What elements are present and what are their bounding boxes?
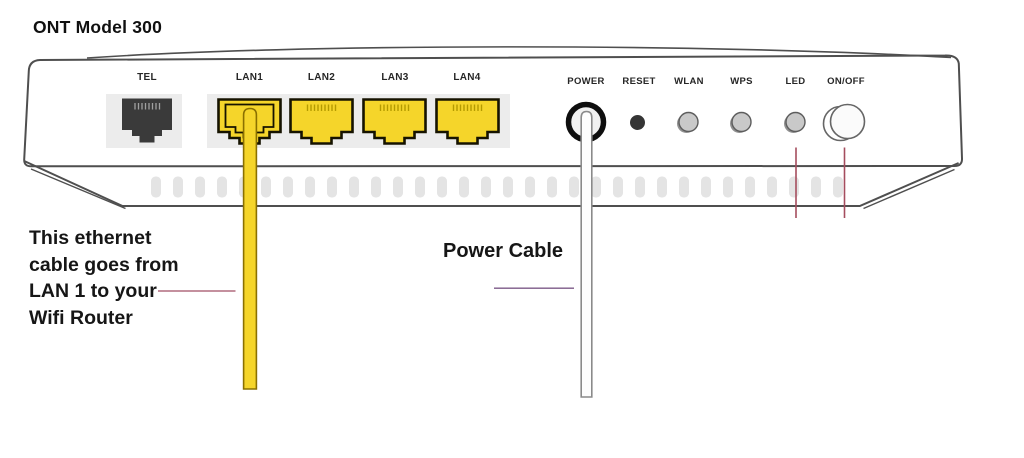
lan3-port (362, 98, 427, 145)
vent-slot (525, 176, 535, 198)
vent-slot (459, 176, 469, 198)
power-cable (580, 110, 593, 398)
lan3-port-pins (379, 104, 410, 111)
vent-slot (349, 176, 359, 198)
vent-slot (415, 176, 425, 198)
vent-slot (503, 176, 513, 198)
vent-slot (195, 176, 205, 198)
vent-slot (371, 176, 381, 198)
lan4-port (435, 98, 500, 145)
vent-slot (481, 176, 491, 198)
vent-grill (151, 176, 843, 198)
vent-slot (635, 176, 645, 198)
vent-slot (261, 176, 271, 198)
lan4-port-label: LAN4 (453, 72, 481, 83)
vent-slot (569, 176, 579, 198)
vent-slot (613, 176, 623, 198)
lan1-port-label: LAN1 (235, 72, 264, 83)
vent-slot (701, 176, 711, 198)
vent-slot (173, 176, 183, 198)
wps-button (730, 111, 752, 133)
vent-slot (283, 176, 293, 198)
vent-slot (305, 176, 315, 198)
vent-slot (437, 176, 447, 198)
page-title: ONT Model 300 (33, 17, 163, 37)
power-cable-annotation: Power Cable (443, 240, 564, 262)
onoff-button-label: ON/OFF (827, 76, 865, 87)
ethernet-cable-annotation: This ethernet cable goes from LAN 1 to y… (29, 227, 179, 329)
device-bottom-right-sketch-line (863, 168, 955, 210)
vent-slot (789, 176, 799, 198)
reset-button (630, 115, 645, 130)
ethernet-cable (242, 107, 258, 390)
led-button (784, 111, 806, 133)
device-bottom-face (23, 160, 959, 207)
lan4-port-pins (452, 104, 483, 111)
tel-port (122, 98, 172, 143)
vent-slot (151, 176, 161, 198)
onoff-button (822, 103, 866, 142)
vent-slot (679, 176, 689, 198)
led-button-label: LED (785, 76, 806, 87)
device-top-sketch-line (86, 46, 952, 59)
vent-slot (833, 176, 843, 198)
lan2-port-pins (306, 104, 337, 111)
tel-port-pins (134, 103, 161, 110)
wlan-button (677, 111, 699, 133)
vent-slot (393, 176, 403, 198)
reset-button-label: RESET (622, 76, 656, 87)
vent-slot (745, 176, 755, 198)
lan2-port (289, 98, 354, 145)
vent-slot (657, 176, 667, 198)
power-button-label: POWER (567, 76, 605, 87)
tel-port-label: TEL (137, 72, 157, 83)
vent-slot (811, 176, 821, 198)
vent-slot (547, 176, 557, 198)
device-bottom-left-sketch-line (30, 168, 126, 210)
vent-slot (591, 176, 601, 198)
vent-slot (723, 176, 733, 198)
vent-slot (767, 176, 777, 198)
lan2-port-label: LAN2 (307, 72, 336, 83)
wps-button-label: WPS (730, 76, 753, 87)
lan3-port-label: LAN3 (381, 72, 409, 83)
wlan-button-label: WLAN (674, 76, 704, 87)
vent-slot (217, 176, 227, 198)
vent-slot (327, 176, 337, 198)
